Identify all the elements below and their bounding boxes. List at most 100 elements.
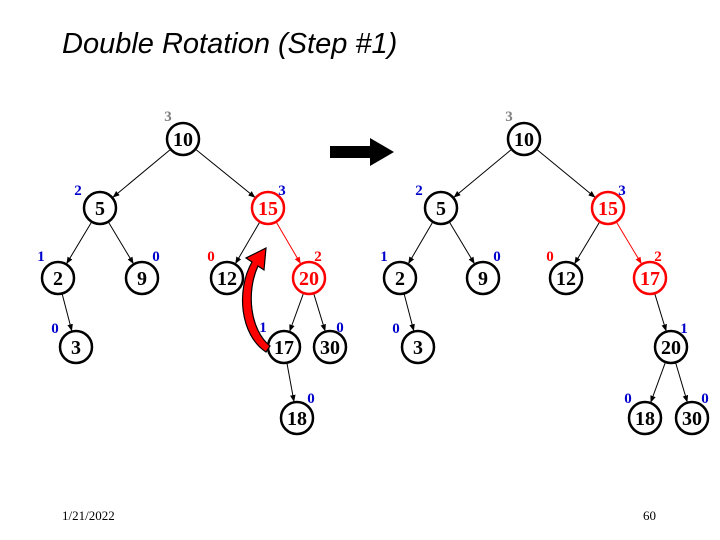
node-circle [632,260,668,296]
tree-node-before-20: 202 [291,249,327,296]
node-label: 20 [299,268,319,290]
node-label: 3 [413,337,423,359]
node-label: 30 [682,408,702,430]
tree-edge-n10-n5 [112,148,172,198]
node-circle [506,121,542,157]
node-circle [465,260,501,296]
tree-node-after-10: 103 [505,109,542,157]
tree-node-before-2: 21 [37,249,76,296]
tree-node-after-12: 120 [546,249,584,296]
tree-node-after-9: 90 [465,249,501,296]
node-label: 12 [556,268,576,290]
node-circle [627,400,663,436]
right-arrow-icon [330,138,394,166]
tree-edge-n5-n2 [66,221,93,265]
tree-node-after-20: 201 [653,321,689,365]
tree-edge-m20-m30 [675,362,689,403]
tree-node-before-30: 300 [312,320,348,365]
tree-edge-m10-m5 [453,148,513,198]
node-circle [590,190,626,226]
node-label: 9 [137,268,147,290]
tree-node-after-3: 30 [392,321,436,365]
tree-node-before-12: 120 [207,249,245,296]
node-label: 12 [217,268,237,290]
tree-node-before-18: 180 [279,391,315,436]
node-circle [382,260,418,296]
tree-edge-m5-m9 [448,221,475,265]
node-height-label: 0 [307,391,315,407]
node-label: 5 [95,198,105,220]
tree-node-after-18: 180 [624,391,663,436]
node-label: 5 [436,198,446,220]
tree-edge-n15-n20 [275,221,301,264]
tree-node-after-2: 21 [380,249,418,296]
node-height-label: 3 [278,183,286,199]
node-circle [400,329,436,365]
node-height-label: 2 [654,249,662,265]
node-height-label: 0 [207,249,215,265]
node-height-label: 3 [505,109,513,125]
node-height-label: 1 [680,321,688,337]
node-height-label: 0 [546,249,554,265]
nodes-layer: 1035215321901202023017130018010352153219… [37,109,710,436]
node-height-label: 3 [618,183,626,199]
node-height-label: 0 [701,391,709,407]
node-label: 18 [287,408,307,430]
node-circle [312,329,348,365]
tree-edge-n10-n15 [195,148,256,198]
node-height-label: 1 [37,249,45,265]
node-circle [209,260,245,296]
node-label: 17 [640,268,660,290]
node-label: 2 [395,268,405,290]
slide-title: Double Rotation (Step #1) [62,28,398,60]
node-circle [674,400,710,436]
tree-node-after-17: 172 [632,249,668,296]
tree-node-before-5: 52 [74,183,118,226]
node-circle [124,260,160,296]
node-label: 10 [173,129,193,151]
tree-node-after-30: 300 [674,391,710,436]
tree-node-before-17: 17 1 [259,320,302,365]
tree-edge-m15-m17 [615,221,642,265]
tree-edge-m20-m18 [650,361,666,403]
tree-edge-n2-n3 [61,293,73,332]
node-circle [250,190,286,226]
tree-edge-m2-m3 [403,293,415,332]
tree-node-before-10: 103 [164,109,201,157]
curved-rotation-arrow-icon [241,246,271,353]
node-label: 2 [53,268,63,290]
node-height-label: 0 [51,321,59,337]
slide-date: 1/21/2022 [62,508,115,523]
node-label: 9 [478,268,488,290]
node-label: 17 [274,337,294,359]
tree-edge-m5-m2 [408,221,434,264]
tree-edge-m15-m12 [574,221,601,265]
tree-edge-n15-n12 [235,221,261,264]
tree-node-before-3: 30 [51,321,94,365]
node-circle [279,400,315,436]
tree-node-before-15: 153 [250,183,286,226]
node-label: 15 [258,198,278,220]
node-height-label: 0 [152,249,160,265]
tree-edge-n20-n30 [313,293,326,332]
tree-edge-m17-m20 [654,293,667,332]
slide-page-number: 60 [643,508,656,523]
node-height-label: 1 [259,320,267,336]
node-label: 15 [598,198,618,220]
node-label: 20 [661,337,681,359]
node-height-label: 2 [74,183,82,199]
node-height-label: 2 [415,183,423,199]
node-height-label: 1 [380,249,388,265]
node-circle [653,329,689,365]
tree-edge-n20-n17 [289,292,305,332]
node-circle [58,329,94,365]
node-label: 30 [320,337,340,359]
node-height-label: 2 [314,249,322,265]
node-label: 10 [514,129,534,151]
node-circle [548,260,584,296]
edges-layer [61,148,689,403]
node-circle [423,190,459,226]
tree-edge-n17-n18 [286,362,296,402]
node-circle [82,190,118,226]
